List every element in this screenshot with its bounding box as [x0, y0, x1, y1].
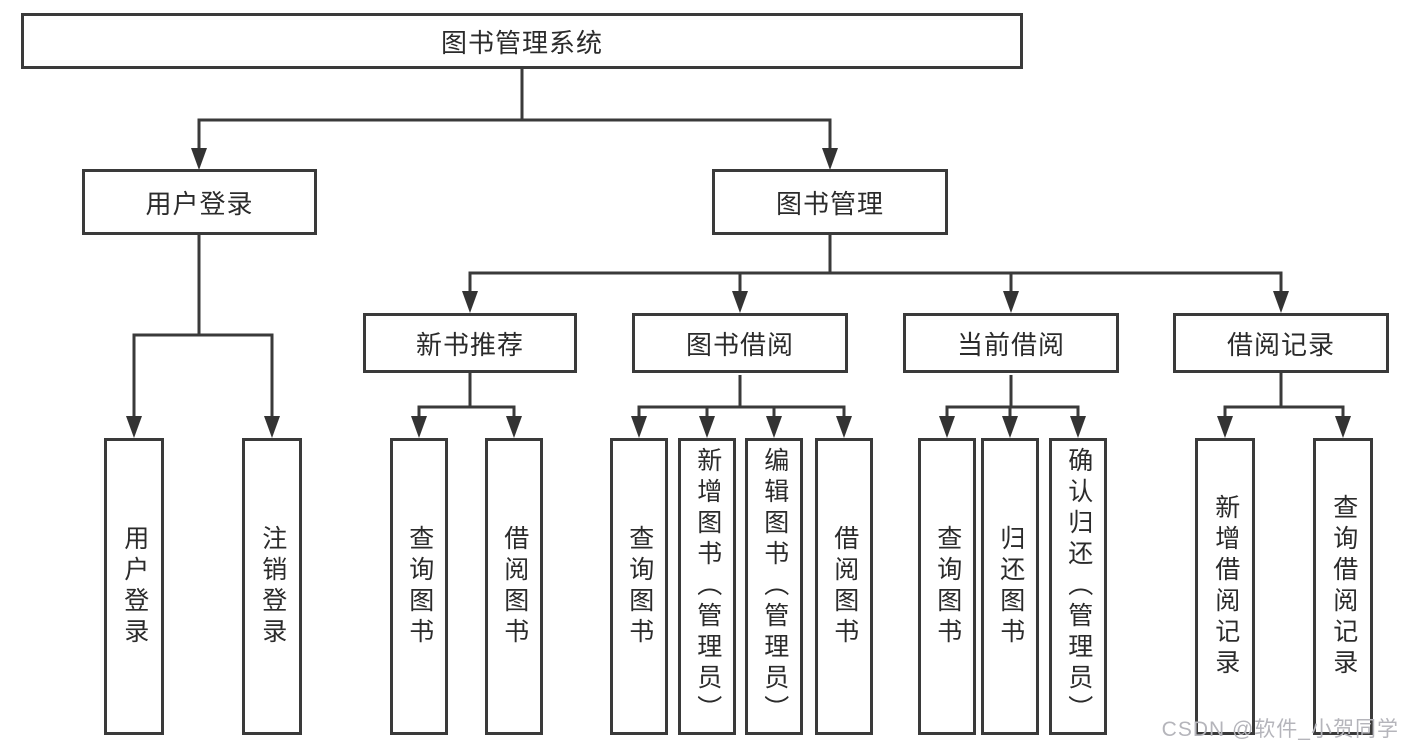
node-label: 新增借阅记录	[1211, 493, 1240, 680]
connector-root-to-level2	[191, 69, 838, 170]
node-label: 图书管理系统	[440, 27, 603, 58]
leaf-query-books-current: 查询图书	[918, 438, 976, 735]
leaf-confirm-return-admin: 确认归还（管理员）	[1049, 438, 1107, 735]
node-borrow-records: 借阅记录	[1173, 313, 1389, 373]
node-label: 查询图书	[625, 524, 654, 649]
connector-new-book-to-leaves	[411, 373, 522, 438]
node-label: 查询图书	[933, 524, 962, 649]
node-label: 新增图书（管理员）	[693, 447, 722, 726]
node-label: 用户登录	[120, 524, 149, 649]
leaf-return-book: 归还图书	[981, 438, 1039, 735]
node-label: 查询借阅记录	[1329, 493, 1358, 680]
node-label: 用户登录	[145, 188, 254, 219]
leaf-user-login: 用户登录	[104, 438, 164, 735]
leaf-query-books-borrow: 查询图书	[610, 438, 668, 735]
node-label: 借阅图书	[830, 524, 859, 649]
connector-book-management-to-level3	[462, 235, 1289, 313]
leaf-add-book-admin: 新增图书（管理员）	[678, 438, 736, 735]
leaf-query-books-recommend: 查询图书	[390, 438, 448, 735]
node-label: 借阅记录	[1226, 329, 1335, 360]
node-label: 借阅图书	[500, 524, 529, 649]
node-book-borrow: 图书借阅	[632, 313, 848, 373]
node-label: 编辑图书（管理员）	[760, 447, 789, 726]
leaf-logout: 注销登录	[242, 438, 302, 735]
node-label: 注销登录	[258, 524, 287, 649]
connector-book-borrow-to-leaves	[631, 375, 852, 438]
leaf-edit-book-admin: 编辑图书（管理员）	[745, 438, 803, 735]
node-user-login: 用户登录	[82, 169, 317, 235]
node-current-borrow: 当前借阅	[903, 313, 1119, 373]
leaf-query-borrow-record: 查询借阅记录	[1313, 438, 1373, 735]
connector-current-borrow-to-leaves	[939, 375, 1086, 438]
node-label: 查询图书	[405, 524, 434, 649]
node-label: 图书借阅	[685, 329, 794, 360]
node-label: 图书管理	[775, 188, 884, 219]
leaf-add-borrow-record: 新增借阅记录	[1195, 438, 1255, 735]
node-label: 新书推荐	[415, 329, 524, 360]
node-library-management-system: 图书管理系统	[21, 13, 1023, 69]
node-label: 当前借阅	[956, 329, 1065, 360]
node-book-management: 图书管理	[712, 169, 948, 235]
node-label: 确认归还（管理员）	[1064, 447, 1093, 726]
node-new-book-recommend: 新书推荐	[363, 313, 577, 373]
leaf-borrow-books: 借阅图书	[815, 438, 873, 735]
connector-borrow-records-to-leaves	[1217, 373, 1351, 438]
leaf-borrow-books-recommend: 借阅图书	[485, 438, 543, 735]
connector-user-login-to-leaves	[126, 235, 280, 438]
node-label: 归还图书	[996, 524, 1025, 649]
